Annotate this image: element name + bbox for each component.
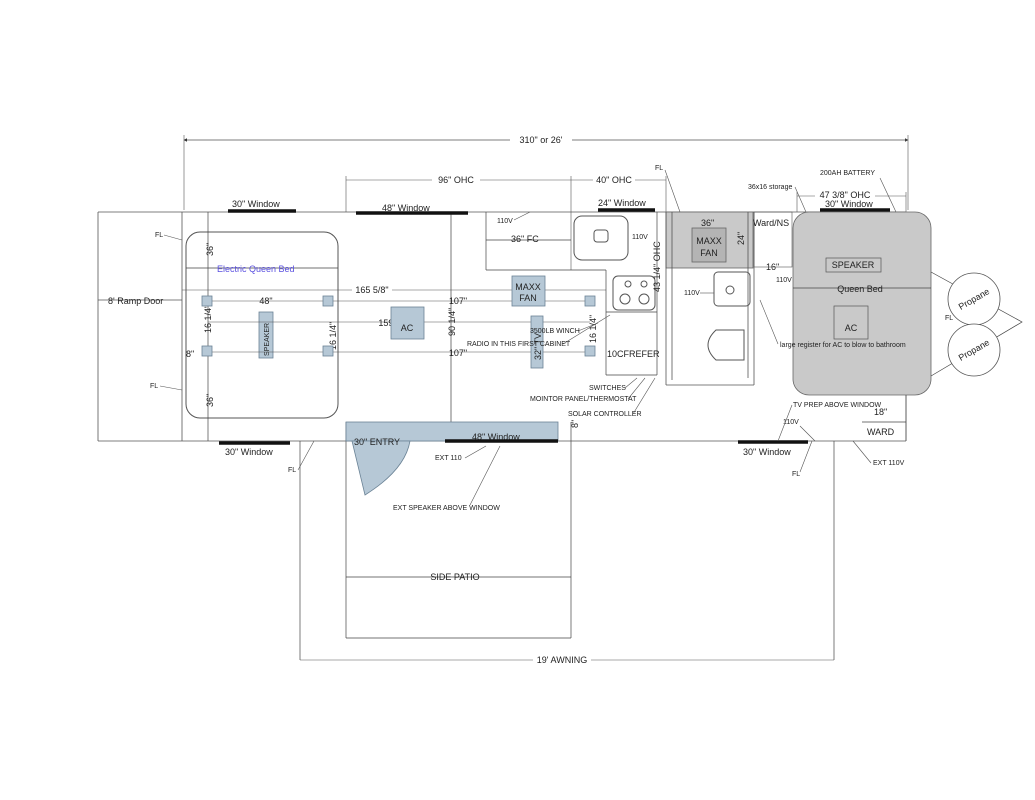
kitchen: 36" FC 10CFREFER 43 1/4" OHC: [485, 212, 662, 376]
switches-note: SWITCHES: [589, 385, 626, 392]
ac-unit-1: AC: [390, 306, 425, 340]
ward-label: WARD: [867, 427, 895, 437]
dim-16-c: 16 1/4": [588, 315, 598, 343]
ac-2-label: AC: [845, 323, 858, 333]
front-bedroom: SPEAKER Queen Bed AC 18" WARD: [792, 211, 932, 441]
ohc-dimension-96: 96" OHC: [345, 173, 571, 212]
ohc-40-label: 40" OHC: [596, 175, 632, 185]
rear-garage: 8' Ramp Door Electric Queen Bed 36" 36" …: [108, 212, 339, 441]
overall-dimension: 310" or 26': [183, 133, 909, 210]
maxx-fan-2-line2: FAN: [700, 248, 718, 258]
propane-tanks: Propane Propane: [930, 271, 1023, 377]
dim-48-label: 48": [259, 296, 272, 306]
voltage-110-3: 110V: [684, 290, 700, 297]
speaker-2-label: SPEAKER: [832, 260, 875, 270]
window-30-bottom-left-label: 30" Window: [225, 447, 273, 457]
dim-16-b: 16 1/4": [328, 322, 338, 350]
dim-36-c: 36": [701, 218, 714, 228]
fl-note-4: FL: [655, 165, 663, 172]
queen-bed-label: Queen Bed: [837, 284, 883, 294]
bathroom: MAXX FAN 36" 24" 16": [665, 211, 779, 386]
ohc-47-label: 47 3/8" OHC: [820, 190, 871, 200]
side-patio-label: SIDE PATIO: [430, 572, 479, 582]
register-note: large register for AC to blow to bathroo…: [780, 342, 906, 349]
window-48-top-label: 48" Window: [382, 203, 430, 213]
awning-label: 19' AWNING: [537, 655, 587, 665]
winch-note: 3500LB WINCH: [530, 328, 580, 335]
jack-pads: [201, 295, 596, 357]
maxx-fan-1: MAXX FAN: [511, 275, 546, 307]
dim-107-b: 107": [449, 348, 467, 358]
speaker-1-label: SPEAKER: [264, 323, 271, 356]
electric-bed-outline: [185, 231, 339, 419]
annotations: FL FL FL FL FL FL 110V 110V 110V 110V 11…: [150, 165, 953, 512]
radio-note: RADIO IN THIS FIRST CABINET: [467, 341, 571, 348]
ext110-note: EXT 110: [435, 455, 462, 462]
window-30-bottom-right-label: 30" Window: [743, 447, 791, 457]
fl-note-2: FL: [150, 383, 158, 390]
dim-8-b: 8": [570, 420, 580, 428]
tv: 32" TV: [530, 315, 544, 369]
dim-24: 24": [736, 232, 746, 245]
solar-note: SOLAR CONTROLLER: [568, 411, 642, 418]
voltage-110-5: 110V: [783, 419, 799, 426]
dim-18: 18": [874, 407, 887, 417]
maxx-fan-2-line1: MAXX: [696, 236, 722, 246]
fl-note-6: FL: [792, 471, 800, 478]
tv-prep-note: TV PREP ABOVE WINDOW: [793, 402, 882, 409]
dim-90-label: 90 1/4": [447, 308, 457, 336]
fc-label: 36" FC: [511, 234, 539, 244]
ohc-dimension-40: 40" OHC: [570, 173, 667, 270]
ext110v-note: EXT 110V: [873, 460, 905, 467]
side-patio-area: 19' AWNING SIDE PATIO: [299, 422, 835, 667]
fl-note-5: FL: [945, 315, 953, 322]
dim-165-label: 165 5/8": [355, 285, 388, 295]
speaker-1: [258, 311, 274, 359]
voltage-110-1: 110V: [497, 218, 513, 225]
window-30-top-right-label: 30" Window: [825, 199, 873, 209]
fl-note-1: FL: [155, 232, 163, 239]
window-30-top-label: 30" Window: [232, 199, 280, 209]
entry-door: 30" ENTRY 48" Window: [345, 421, 559, 496]
tv-label: 32" TV: [533, 333, 543, 360]
voltage-110-4: 110V: [776, 277, 792, 284]
fl-note-3: FL: [288, 467, 296, 474]
monitor-note: MOINTOR PANEL/THERMOSTAT: [530, 396, 637, 403]
window-48-bottom-label: 48" Window: [472, 432, 520, 442]
windows: 30" Window 48" Window 24" Window 30" Win…: [219, 198, 890, 457]
battery-note: 200AH BATTERY: [820, 170, 875, 177]
electric-bed-label: Electric Queen Bed: [217, 264, 295, 274]
maxx-fan-1-line2: FAN: [519, 293, 537, 303]
dim-16-a: 16 1/4": [203, 305, 213, 333]
dim-107-a: 107": [449, 296, 467, 306]
ward-ns-label: Ward/NS: [753, 218, 789, 228]
ac-1-label: AC: [401, 323, 414, 333]
ext-speaker-note: EXT SPEAKER ABOVE WINDOW: [393, 505, 500, 512]
overall-length-label: 310" or 26': [520, 135, 563, 145]
ward-ns: Ward/NS: [753, 211, 793, 268]
dim-8-a: 8": [186, 349, 194, 359]
entry-label: 30" ENTRY: [354, 437, 400, 447]
maxx-fan-1-line1: MAXX: [515, 282, 541, 292]
fridge-label: 10CFREFER: [607, 349, 660, 359]
dim-36-b: 36": [205, 394, 215, 407]
ohc-dimension-47: 47 3/8" OHC: [796, 188, 907, 212]
ramp-door-label: 8' Ramp Door: [108, 296, 163, 306]
voltage-110-2: 110V: [632, 234, 648, 241]
dim-36-a: 36": [205, 243, 215, 256]
ohc-43-label: 43 1/4" OHC: [652, 241, 662, 292]
window-24-top-label: 24" Window: [598, 198, 646, 208]
storage-note: 36x16 storage: [748, 184, 792, 191]
ohc-96-label: 96" OHC: [438, 175, 474, 185]
trailer-walls: [97, 211, 907, 442]
